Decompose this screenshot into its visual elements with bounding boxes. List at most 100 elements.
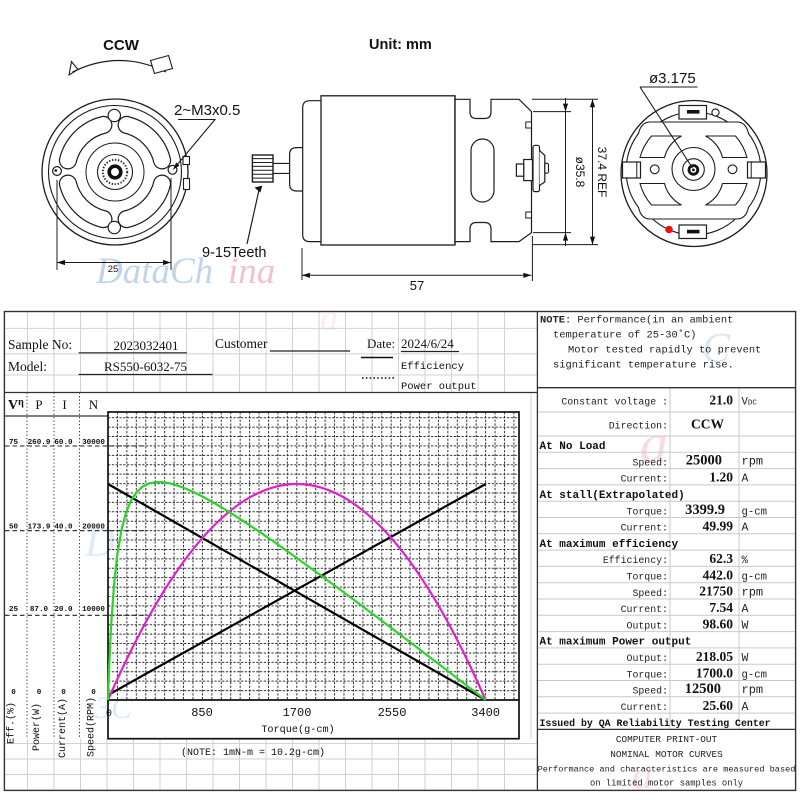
- svg-text:Speed(RPM): Speed(RPM): [86, 697, 98, 757]
- svg-text:D: D: [84, 520, 115, 566]
- svg-text:Output:: Output:: [627, 653, 668, 664]
- svg-text:Motor tested rapidly to preven: Motor tested rapidly to prevent: [568, 345, 761, 357]
- svg-text:%: %: [742, 555, 749, 567]
- svg-text:Sample No:: Sample No:: [8, 337, 72, 352]
- svg-text:a: a: [320, 298, 338, 338]
- svg-text:A: A: [742, 522, 749, 535]
- svg-text:260.9: 260.9: [28, 439, 51, 447]
- svg-text:ina: ina: [228, 251, 275, 292]
- svg-text:g-cm: g-cm: [742, 669, 767, 681]
- svg-text:49.99: 49.99: [703, 519, 734, 534]
- svg-text:Efficiency: Efficiency: [401, 361, 464, 373]
- svg-text:0: 0: [11, 689, 16, 697]
- svg-text:N: N: [89, 397, 99, 412]
- svg-text:g-cm: g-cm: [742, 572, 767, 584]
- svg-text:P: P: [35, 397, 42, 412]
- svg-text:Output:: Output:: [627, 620, 668, 631]
- svg-text:RS550-6032-75: RS550-6032-75: [104, 359, 187, 374]
- svg-text:442.0: 442.0: [703, 568, 734, 583]
- svg-text:Customer: Customer: [215, 336, 268, 351]
- svg-text:Unit: mm: Unit: mm: [369, 37, 432, 53]
- svg-text:significant temperature rise.: significant temperature rise.: [553, 360, 734, 372]
- svg-text:20.0: 20.0: [54, 606, 73, 614]
- svg-text:30000: 30000: [82, 439, 105, 447]
- svg-text:Torque:: Torque:: [627, 572, 668, 583]
- svg-text:I: I: [62, 397, 66, 412]
- svg-text:rpm: rpm: [742, 585, 764, 599]
- svg-text:0: 0: [91, 689, 96, 697]
- svg-text:1700.0: 1700.0: [696, 665, 733, 680]
- svg-text:173.9: 173.9: [28, 524, 51, 532]
- svg-text:10000: 10000: [82, 606, 105, 614]
- svg-text:At maximum Power output: At maximum Power output: [540, 637, 692, 649]
- svg-text:CCW: CCW: [691, 417, 724, 432]
- svg-text:57: 57: [410, 278, 424, 293]
- svg-text:9-15Teeth: 9-15Teeth: [202, 245, 267, 261]
- svg-text:50: 50: [9, 524, 19, 532]
- svg-text:A: A: [742, 473, 749, 486]
- svg-text:Torque:: Torque:: [627, 506, 668, 517]
- svg-text:87.0: 87.0: [30, 606, 49, 614]
- svg-text:Torque(g-cm): Torque(g-cm): [261, 724, 334, 736]
- svg-text:Model:: Model:: [8, 359, 47, 374]
- svg-text:21.0: 21.0: [709, 393, 733, 408]
- svg-text:Issued by QA Reliability Testi: Issued by QA Reliability Testing Center: [540, 718, 771, 729]
- svg-text:At No Load: At No Load: [540, 441, 606, 453]
- svg-text:VDC: VDC: [742, 397, 758, 409]
- svg-text:ø35.8: ø35.8: [573, 157, 587, 188]
- svg-text:3399.9: 3399.9: [685, 502, 725, 518]
- svg-text:on limited motor samples only: on limited motor samples only: [590, 779, 743, 789]
- svg-text:2024/6/24: 2024/6/24: [401, 336, 454, 351]
- svg-text:COMPUTER PRINT-OUT: COMPUTER PRINT-OUT: [616, 734, 718, 745]
- svg-text:25: 25: [108, 264, 119, 275]
- svg-text:Current:: Current:: [621, 523, 668, 534]
- svg-text:37.4 REF: 37.4 REF: [595, 147, 609, 198]
- svg-text:7.54: 7.54: [709, 600, 733, 615]
- svg-text:rpm: rpm: [742, 683, 764, 697]
- svg-text:W: W: [742, 652, 749, 665]
- svg-text:NOMINAL MOTOR CURVES: NOMINAL MOTOR CURVES: [610, 749, 723, 760]
- svg-text:ø3.175: ø3.175: [649, 70, 696, 87]
- svg-text:Speed:: Speed:: [632, 686, 668, 697]
- svg-text:20000: 20000: [82, 524, 105, 532]
- svg-text:12500: 12500: [685, 681, 721, 697]
- svg-text:Power output: Power output: [401, 381, 477, 393]
- svg-text:25.60: 25.60: [703, 698, 734, 713]
- svg-text:2550: 2550: [378, 706, 407, 720]
- svg-text:Power(W): Power(W): [31, 703, 43, 751]
- svg-text:Eff.(%): Eff.(%): [6, 702, 18, 744]
- svg-text:1.20: 1.20: [709, 470, 733, 485]
- svg-text:C: C: [702, 326, 731, 372]
- svg-text:Current:: Current:: [621, 604, 668, 615]
- svg-text:DataCh: DataCh: [95, 251, 213, 292]
- svg-text:NOTE: Performance(in an ambie: NOTE: Performance(in an ambient: [540, 315, 733, 327]
- svg-text:Current(A): Current(A): [57, 698, 69, 758]
- svg-text:Performance and characteristic: Performance and characteristics are meas…: [538, 765, 796, 775]
- svg-text:(NOTE: 1mN-m = 10.2g-cm): (NOTE: 1mN-m = 10.2g-cm): [181, 747, 325, 759]
- svg-text:Speed:: Speed:: [632, 588, 668, 599]
- svg-text:a: a: [632, 752, 653, 798]
- svg-text:2023032401: 2023032401: [114, 338, 179, 353]
- svg-text:a: a: [640, 413, 668, 475]
- svg-text:Current:: Current:: [621, 474, 668, 485]
- svg-text:Date:: Date:: [367, 336, 395, 351]
- svg-text:21750: 21750: [699, 583, 733, 598]
- svg-text:Constant voltage :: Constant voltage :: [561, 397, 668, 408]
- svg-text:Direction:: Direction:: [609, 421, 668, 432]
- svg-text:0: 0: [61, 689, 66, 697]
- svg-text:At stall(Extrapolated): At stall(Extrapolated): [540, 490, 685, 502]
- svg-text:40.0: 40.0: [54, 524, 73, 532]
- svg-text:0: 0: [106, 709, 112, 720]
- svg-text:25: 25: [9, 606, 19, 614]
- svg-text:218.05: 218.05: [696, 649, 733, 664]
- svg-text:98.60: 98.60: [703, 616, 734, 631]
- svg-text:75: 75: [9, 439, 19, 447]
- svg-text:At maximum efficiency: At maximum efficiency: [540, 539, 679, 551]
- svg-text:25000: 25000: [686, 453, 722, 469]
- svg-text:g-cm: g-cm: [742, 506, 767, 518]
- svg-text:1700: 1700: [283, 706, 312, 720]
- svg-text:850: 850: [191, 706, 213, 720]
- svg-text:temperature of 25-30˚C): temperature of 25-30˚C): [553, 329, 696, 342]
- svg-text:rpm: rpm: [742, 454, 764, 468]
- svg-text:Speed:: Speed:: [632, 457, 668, 468]
